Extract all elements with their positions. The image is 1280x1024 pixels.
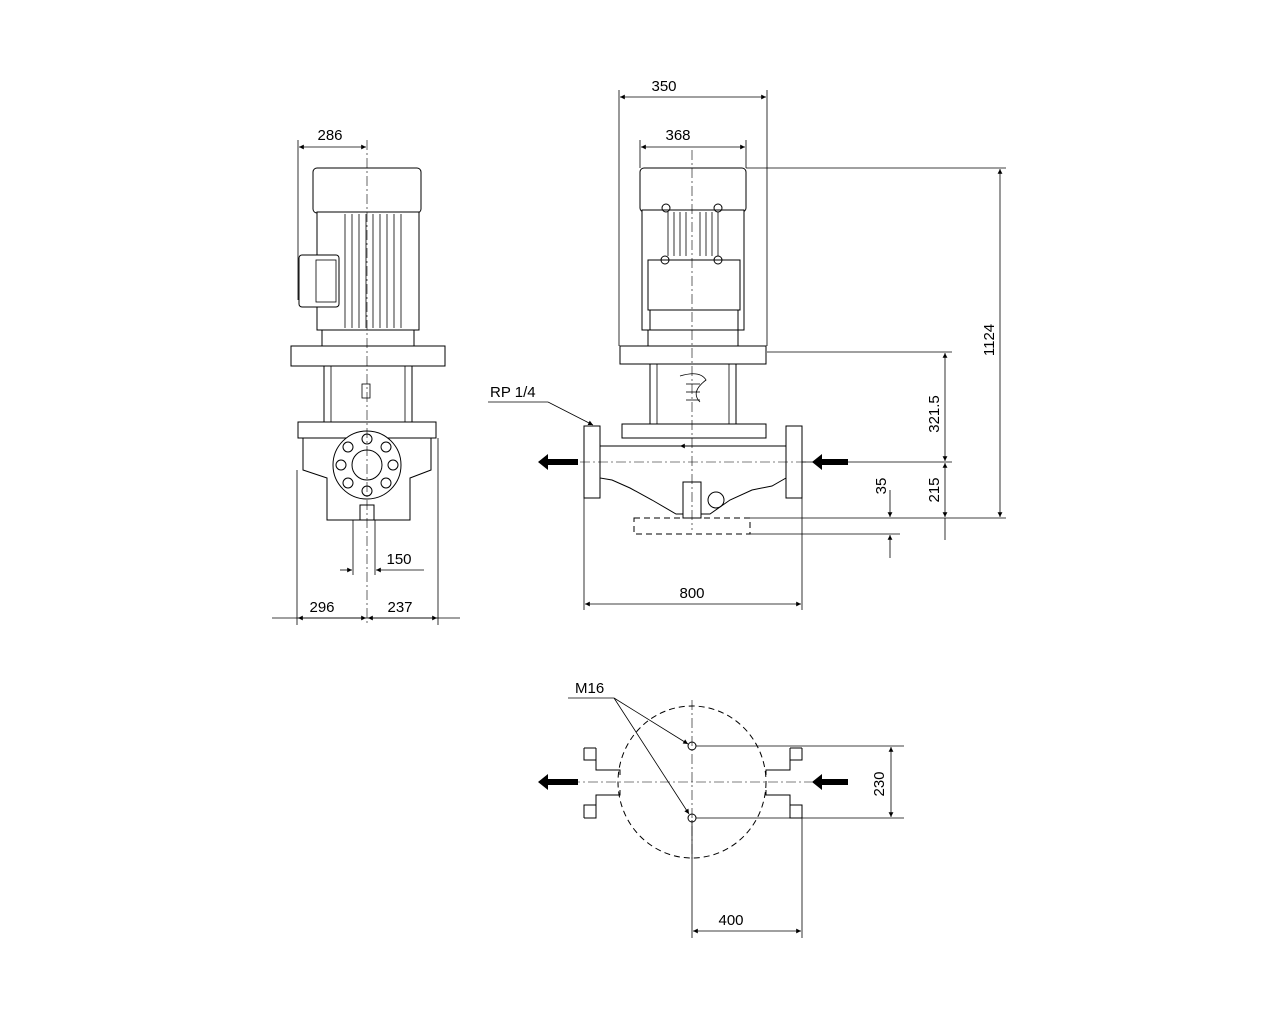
front-view (580, 150, 808, 535)
label-vent-plug: RP 1/4 (490, 384, 536, 401)
dim-foot-height: 35 (873, 478, 890, 495)
right-flange-profile (765, 747, 803, 818)
dim-port-height: 215 (926, 477, 943, 502)
dim-motor-body: 368 (665, 127, 690, 144)
dim-port-to-port: 800 (679, 585, 704, 602)
coupling-lantern-front (649, 363, 737, 425)
dim-base-right: 237 (387, 599, 412, 616)
shaft-seal (679, 373, 707, 403)
terminal-box-front (647, 259, 741, 311)
motor-stool-plate (290, 345, 446, 367)
lifting-eye-left (661, 203, 671, 213)
dim-motor-width: 286 (317, 127, 342, 144)
dim-motor-overall: 350 (651, 78, 676, 95)
side-view (290, 140, 446, 625)
footprint-dimensions: M16 230 400 (568, 680, 904, 938)
base-plate (633, 517, 751, 535)
terminal-box (298, 254, 340, 308)
drain-plug (707, 491, 725, 509)
outlet-arrow-icon-footprint (538, 774, 578, 790)
motor-flange (321, 329, 415, 347)
dim-bolt-offset: 400 (718, 912, 743, 929)
side-view-dimensions: 286 296 237 150 (272, 127, 460, 625)
dim-coupling-height: 321.5 (926, 395, 943, 433)
motor-flange-front (649, 309, 739, 331)
dim-total-height: 1124 (981, 324, 998, 356)
coupling-guard-slot (361, 383, 371, 399)
dim-bolt-spacing: 230 (871, 771, 888, 796)
front-view-dimensions: 350 368 1124 321.5 215 35 800 RP 1/4 (488, 78, 1006, 610)
motor-fins (344, 214, 402, 328)
footprint-view (570, 700, 812, 862)
motor-fins-front (667, 212, 719, 256)
flow-arrows-footprint (538, 774, 848, 790)
left-flange-profile (583, 747, 621, 818)
lifting-eye-right (713, 203, 723, 213)
terminal-box-lid (315, 259, 337, 303)
motor-stool-front (619, 345, 767, 365)
pump-head-front (621, 423, 767, 439)
label-bolt: M16 (575, 680, 604, 697)
coupling-lantern (323, 365, 413, 423)
dim-base-left: 296 (309, 599, 334, 616)
motor-fan-cover-front (639, 167, 747, 213)
outlet-arrow-icon (538, 454, 578, 470)
inlet-arrow-icon-footprint (812, 774, 848, 790)
dim-drain-offset: 150 (386, 551, 411, 568)
